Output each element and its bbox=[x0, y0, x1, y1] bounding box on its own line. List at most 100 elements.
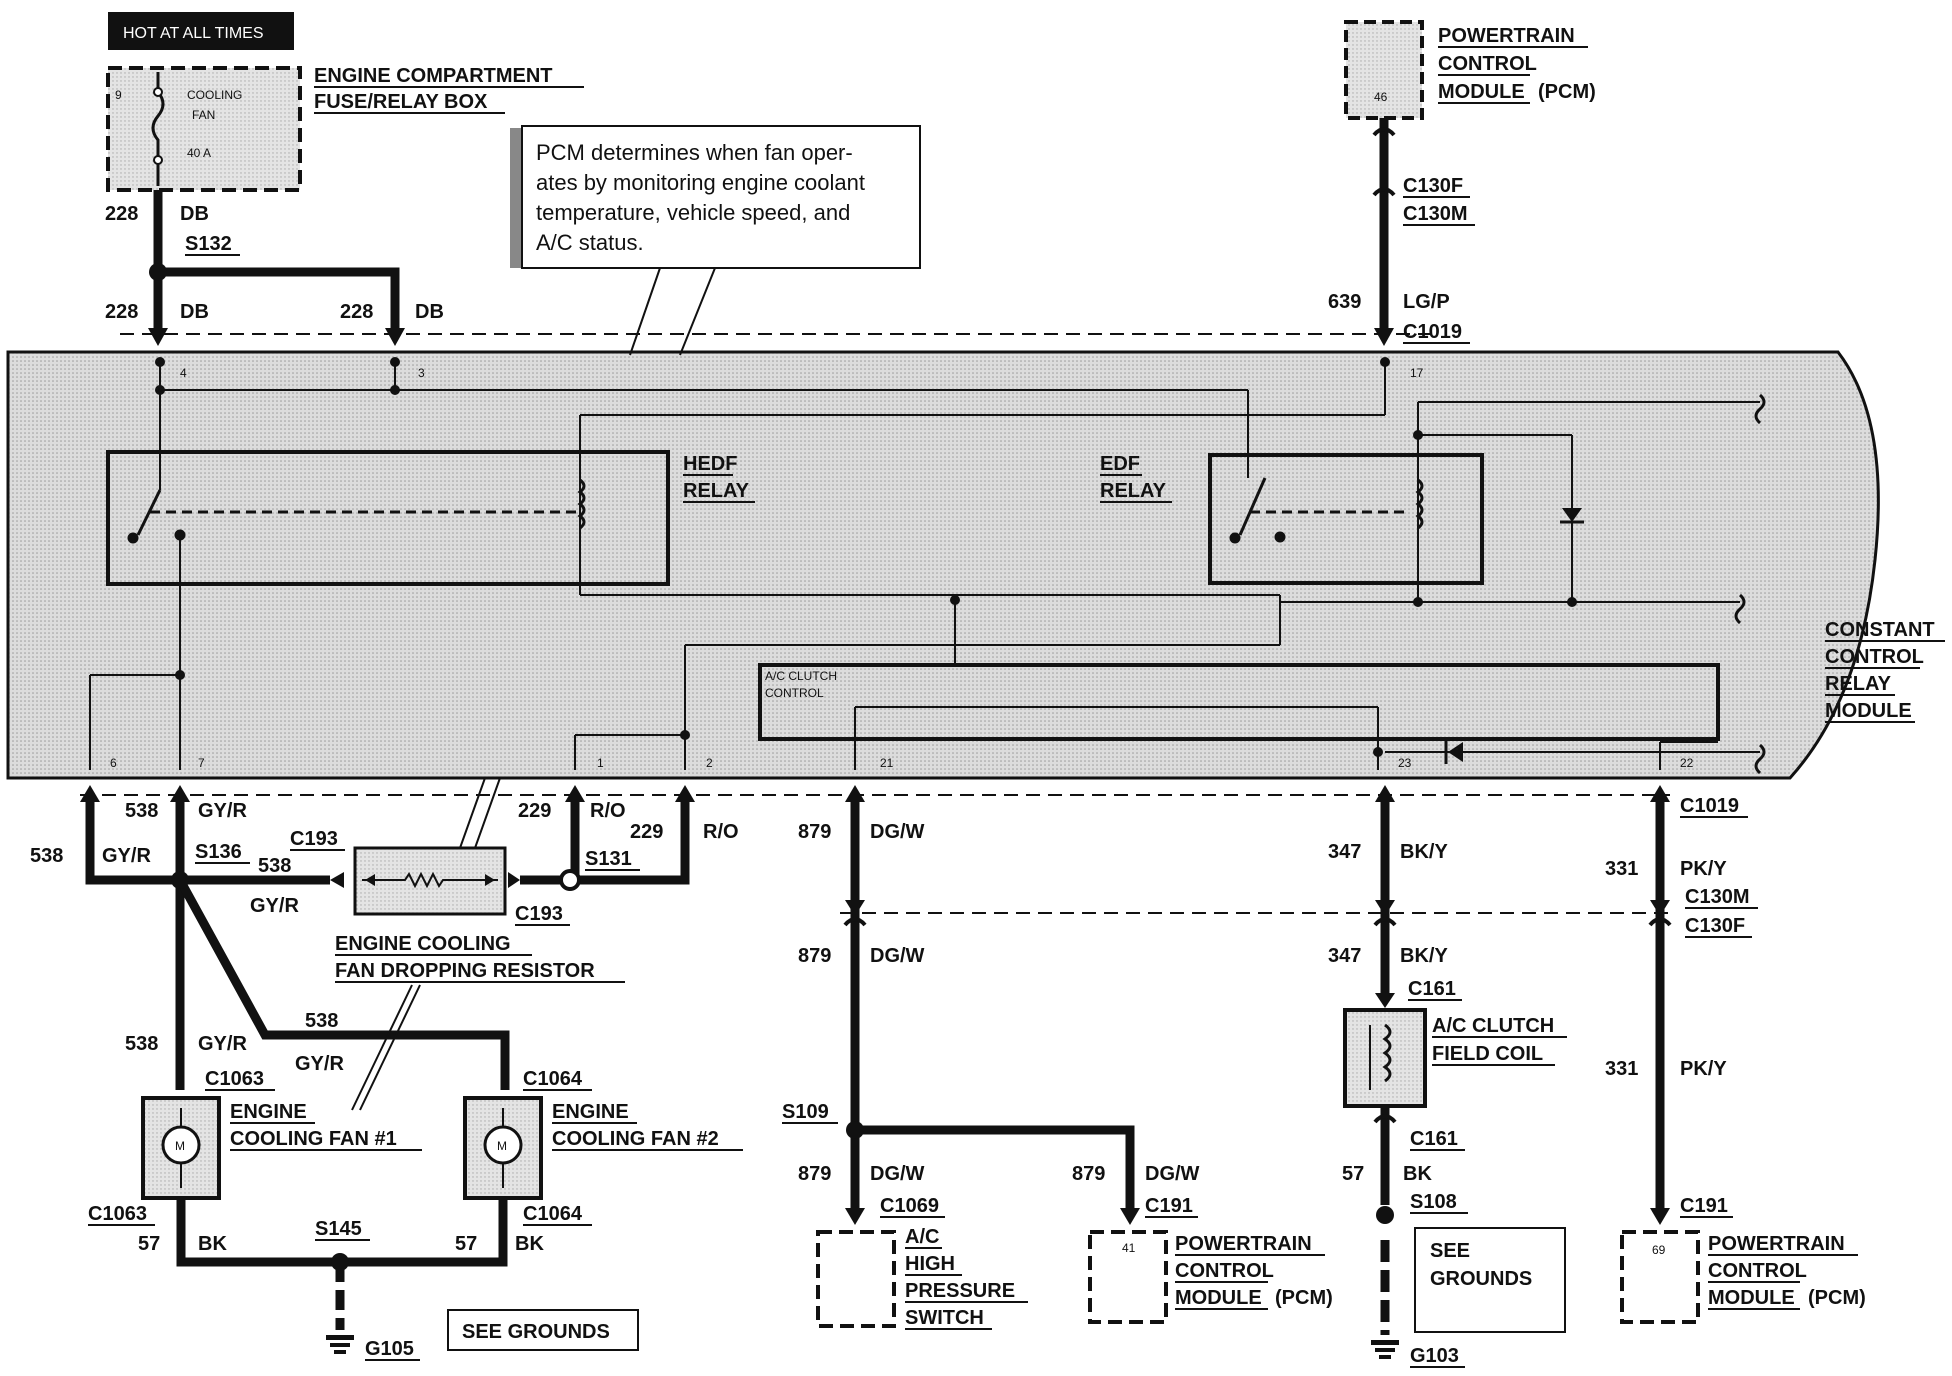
internal-wiring bbox=[89, 362, 1760, 770]
svg-text:DG/W: DG/W bbox=[870, 1163, 925, 1185]
svg-text:C191: C191 bbox=[1680, 1195, 1728, 1217]
splice-s136 bbox=[171, 871, 189, 889]
svg-text:879: 879 bbox=[798, 1163, 831, 1185]
svg-text:FIELD COIL: FIELD COIL bbox=[1432, 1043, 1543, 1065]
pin-label: 4 bbox=[180, 366, 187, 380]
svg-text:538: 538 bbox=[30, 845, 63, 867]
ac-clutch-control-box bbox=[758, 663, 1720, 741]
svg-text:POWERTRAIN: POWERTRAIN bbox=[1708, 1233, 1845, 1255]
svg-text:57: 57 bbox=[138, 1233, 160, 1255]
svg-text:DB: DB bbox=[180, 203, 209, 225]
ac-pressure-switch bbox=[816, 1230, 896, 1328]
svg-text:229: 229 bbox=[518, 800, 551, 822]
fuse-name: COOLING bbox=[187, 88, 242, 102]
splice-s145 bbox=[331, 1253, 349, 1271]
callout-text: temperature, vehicle speed, and bbox=[536, 200, 850, 225]
svg-text:C1063: C1063 bbox=[205, 1068, 264, 1090]
svg-text:R/O: R/O bbox=[590, 800, 626, 822]
svg-text:CONTROL: CONTROL bbox=[1825, 646, 1924, 668]
svg-text:S132: S132 bbox=[185, 233, 232, 255]
break-mark-icon bbox=[1754, 393, 1766, 425]
svg-text:ENGINE: ENGINE bbox=[230, 1101, 307, 1123]
hot-at-all-times-text: HOT AT ALL TIMES bbox=[123, 25, 264, 42]
svg-text:ENGINE: ENGINE bbox=[552, 1101, 629, 1123]
svg-text:G103: G103 bbox=[1410, 1345, 1459, 1367]
svg-text:S108: S108 bbox=[1410, 1191, 1457, 1213]
pin-label: 1 bbox=[597, 756, 604, 770]
svg-text:(PCM): (PCM) bbox=[1808, 1287, 1866, 1309]
pin-label: 23 bbox=[1398, 756, 1412, 770]
svg-text:LG/P: LG/P bbox=[1403, 291, 1450, 313]
pin-label: 17 bbox=[1410, 366, 1424, 380]
svg-text:BK/Y: BK/Y bbox=[1400, 841, 1448, 863]
wire-879 bbox=[850, 800, 1135, 1210]
fuse-box-title: FUSE/RELAY BOX bbox=[314, 91, 488, 113]
edf-relay-label: RELAY bbox=[1100, 480, 1167, 502]
svg-text:CONSTANT: CONSTANT bbox=[1825, 619, 1935, 641]
svg-text:GY/R: GY/R bbox=[102, 845, 151, 867]
svg-text:C191: C191 bbox=[1145, 1195, 1193, 1217]
svg-text:ENGINE COOLING: ENGINE COOLING bbox=[335, 933, 511, 955]
svg-text:879: 879 bbox=[1072, 1163, 1105, 1185]
svg-text:57: 57 bbox=[455, 1233, 477, 1255]
ground-icon bbox=[1371, 1340, 1399, 1359]
svg-text:228: 228 bbox=[105, 301, 138, 323]
hedf-relay-label: HEDF bbox=[683, 453, 737, 475]
svg-text:MODULE: MODULE bbox=[1825, 700, 1912, 722]
svg-text:GROUNDS: GROUNDS bbox=[1430, 1268, 1532, 1290]
hedf-relay-box bbox=[106, 450, 670, 586]
diode-icon bbox=[1562, 508, 1582, 522]
pin-label: 2 bbox=[706, 756, 713, 770]
svg-text:R/O: R/O bbox=[703, 821, 739, 843]
svg-text:DB: DB bbox=[415, 301, 444, 323]
edf-relay-label: EDF bbox=[1100, 453, 1140, 475]
svg-text:S109: S109 bbox=[782, 1101, 829, 1123]
svg-text:GY/R: GY/R bbox=[198, 1033, 247, 1055]
svg-text:MODULE: MODULE bbox=[1438, 81, 1525, 103]
svg-text:SEE: SEE bbox=[1430, 1240, 1470, 1262]
svg-text:G105: G105 bbox=[365, 1338, 414, 1360]
ac-clutch-control-label: CONTROL bbox=[765, 686, 824, 700]
fuse-rating: 40 A bbox=[187, 146, 211, 160]
svg-text:M: M bbox=[175, 1139, 185, 1153]
svg-text:BK: BK bbox=[198, 1233, 227, 1255]
svg-text:M: M bbox=[497, 1139, 507, 1153]
svg-text:347: 347 bbox=[1328, 945, 1361, 967]
svg-text:DG/W: DG/W bbox=[870, 821, 925, 843]
pin-label: 21 bbox=[880, 756, 894, 770]
svg-text:331: 331 bbox=[1605, 1058, 1638, 1080]
svg-text:DB: DB bbox=[180, 301, 209, 323]
svg-text:538: 538 bbox=[258, 855, 291, 877]
fuse-box-title: ENGINE COMPARTMENT bbox=[314, 65, 553, 87]
pcm-top-box bbox=[1344, 20, 1424, 120]
svg-text:C1064: C1064 bbox=[523, 1068, 583, 1090]
svg-text:(PCM): (PCM) bbox=[1538, 81, 1596, 103]
hedf-coil bbox=[577, 478, 586, 530]
svg-text:DG/W: DG/W bbox=[870, 945, 925, 967]
callout-text: PCM determines when fan oper- bbox=[536, 140, 853, 165]
junction-dots bbox=[155, 357, 1577, 757]
edf-relay-box bbox=[1208, 453, 1484, 585]
svg-text:(PCM): (PCM) bbox=[1275, 1287, 1333, 1309]
svg-text:CONTROL: CONTROL bbox=[1708, 1260, 1807, 1282]
splice-s109 bbox=[846, 1121, 864, 1139]
svg-text:SWITCH: SWITCH bbox=[905, 1307, 984, 1329]
svg-text:C1069: C1069 bbox=[880, 1195, 939, 1217]
ac-clutch-control-label: A/C CLUTCH bbox=[765, 669, 837, 683]
svg-text:879: 879 bbox=[798, 821, 831, 843]
svg-text:S136: S136 bbox=[195, 841, 242, 863]
svg-text:PRESSURE: PRESSURE bbox=[905, 1280, 1015, 1302]
svg-text:COOLING FAN #1: COOLING FAN #1 bbox=[230, 1128, 397, 1150]
svg-text:331: 331 bbox=[1605, 858, 1638, 880]
svg-text:CONTROL: CONTROL bbox=[1438, 53, 1537, 75]
pin-label: 22 bbox=[1680, 756, 1694, 770]
pin-label: 6 bbox=[110, 756, 117, 770]
svg-text:C161: C161 bbox=[1410, 1128, 1458, 1150]
svg-text:MODULE: MODULE bbox=[1708, 1287, 1795, 1309]
svg-text:879: 879 bbox=[798, 945, 831, 967]
svg-text:538: 538 bbox=[305, 1010, 338, 1032]
svg-text:C161: C161 bbox=[1408, 978, 1456, 1000]
ac-clutch-field-coil bbox=[1343, 1008, 1427, 1108]
